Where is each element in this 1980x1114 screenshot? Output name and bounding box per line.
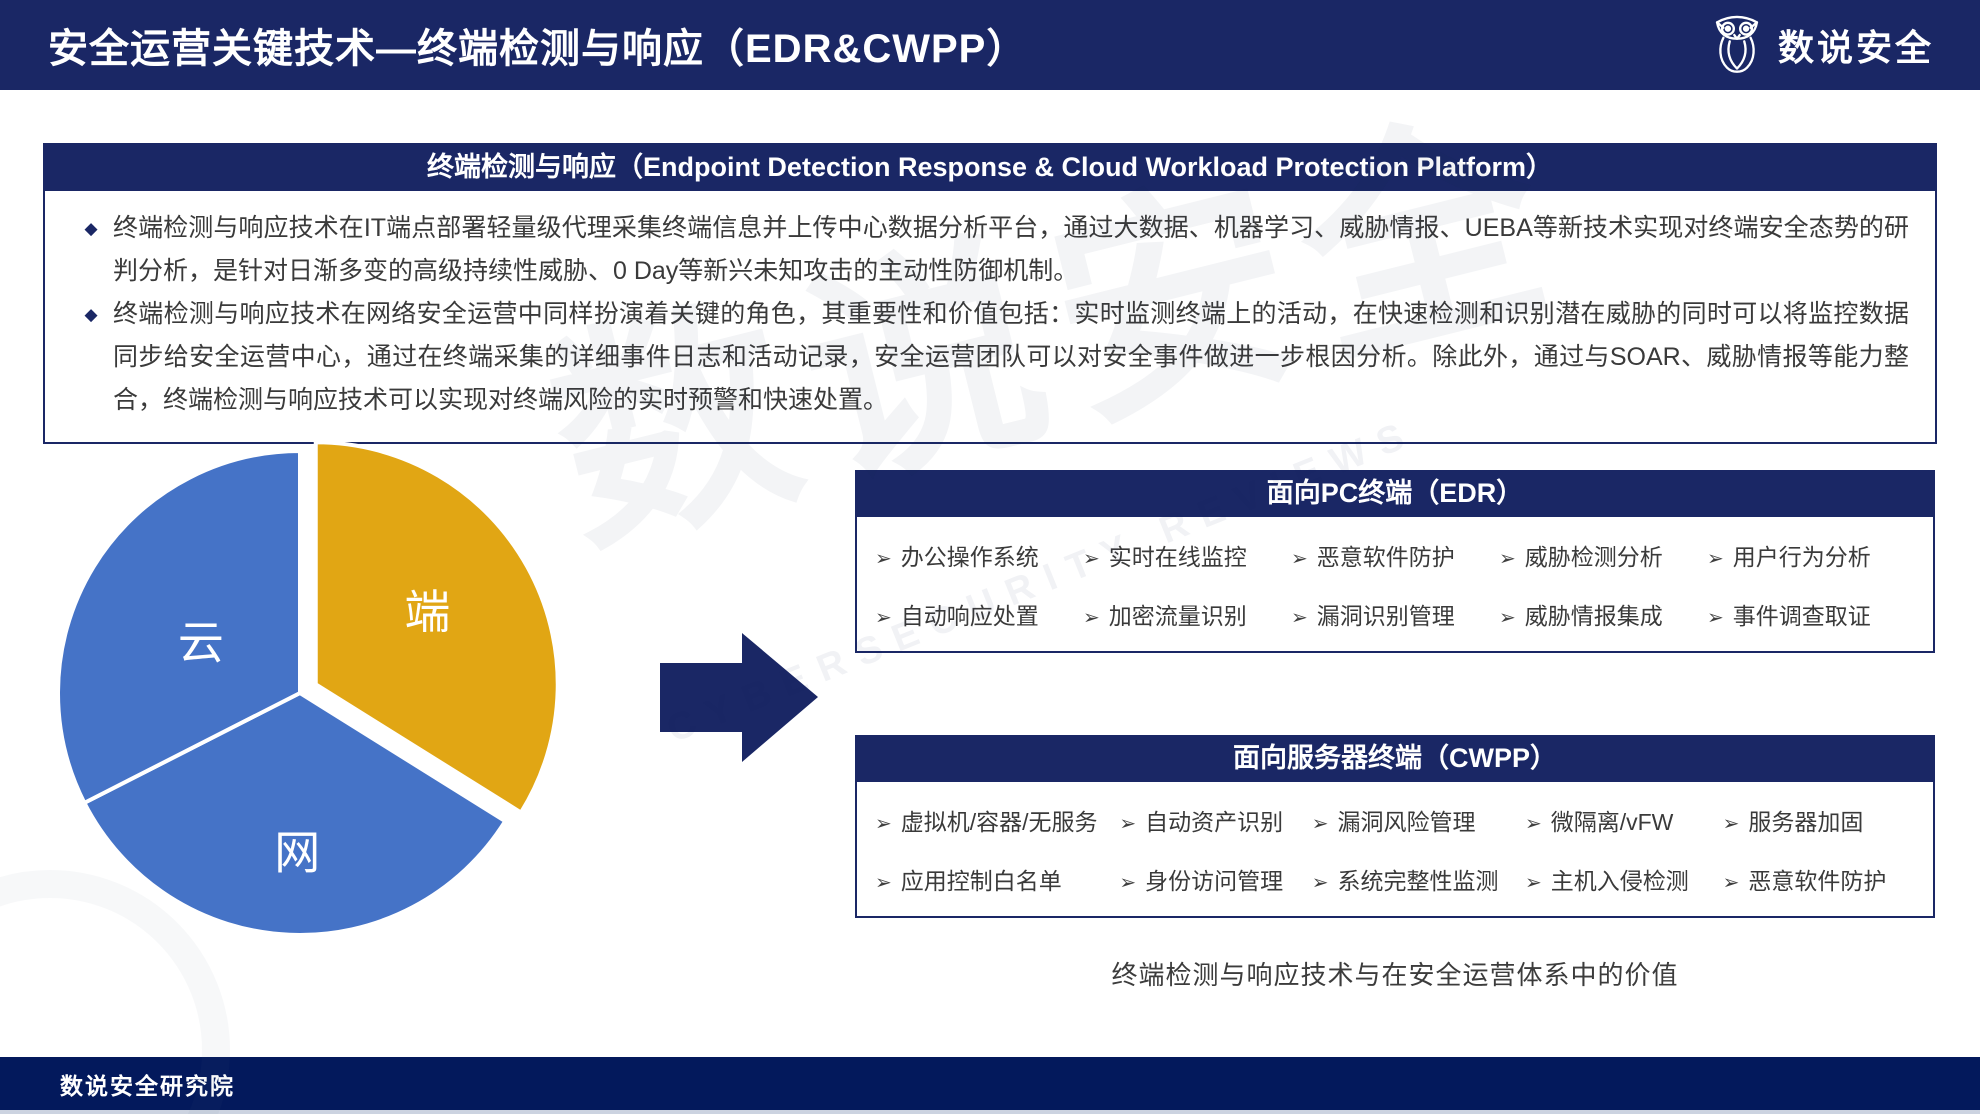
edr-panel-title: 面向PC终端（EDR） bbox=[855, 470, 1935, 517]
panel-item-label: 系统完整性监测 bbox=[1337, 867, 1499, 894]
page-title: 安全运营关键技术—终端检测与响应（EDR&CWPP） bbox=[48, 27, 1028, 71]
info-bullet-text: 终端检测与响应技术在IT端点部署轻量级代理采集终端信息并上传中心数据分析平台，通… bbox=[113, 214, 1909, 285]
panel-item-label: 漏洞识别管理 bbox=[1316, 602, 1455, 629]
arrow-bullet-icon: ➢ bbox=[1311, 812, 1329, 835]
panel-item-label: 微隔离/vFW bbox=[1550, 808, 1674, 835]
footer-bar: 数说安全研究院 bbox=[0, 1057, 1980, 1114]
panel-item-label: 恶意软件防护 bbox=[1748, 867, 1887, 894]
arrow-bullet-icon: ➢ bbox=[1119, 871, 1137, 894]
panel-item: ➢ 用户行为分析 bbox=[1707, 538, 1915, 572]
diamond-bullet-icon: ◆ bbox=[84, 305, 98, 324]
panel-item: ➢ 漏洞风险管理 bbox=[1312, 803, 1525, 837]
arrow-bullet-icon: ➢ bbox=[875, 606, 892, 629]
edr-panel: 面向PC终端（EDR） ➢ 办公操作系统 ➢ 实时在线监控 ➢ 恶意软件防护 bbox=[855, 470, 1935, 653]
arrow-bullet-icon: ➢ bbox=[1722, 871, 1740, 894]
info-bullet: ◆ 终端检测与响应技术在IT端点部署轻量级代理采集终端信息并上传中心数据分析平台… bbox=[69, 207, 1909, 293]
panel-item: ➢ 恶意软件防护 bbox=[1723, 862, 1915, 896]
panel-item: ➢ 事件调查取证 bbox=[1707, 597, 1915, 631]
panel-item: ➢ 自动响应处置 bbox=[875, 597, 1083, 631]
arrow-bullet-icon: ➢ bbox=[1707, 547, 1724, 570]
panel-item: ➢ 漏洞识别管理 bbox=[1291, 597, 1499, 631]
panel-item-label: 服务器加固 bbox=[1748, 808, 1864, 835]
diamond-bullet-icon: ◆ bbox=[84, 219, 98, 238]
info-bullet-text: 终端检测与响应技术在网络安全运营中同样扮演着关键的角色，其重要性和价值包括：实时… bbox=[113, 300, 1909, 414]
arrow-bullet-icon: ➢ bbox=[875, 871, 892, 894]
cwpp-item-list: ➢ 虚拟机/容器/无服务 ➢ 自动资产识别 ➢ 漏洞风险管理 ➢ 微隔离/vFW bbox=[855, 782, 1935, 918]
panel-item-label: 虚拟机/容器/无服务 bbox=[900, 808, 1098, 835]
diagram-caption: 终端检测与响应技术与在安全运营体系中的价值 bbox=[1111, 960, 1679, 990]
arrow-bullet-icon: ➢ bbox=[1119, 812, 1137, 835]
arrow-bullet-icon: ➢ bbox=[875, 547, 892, 570]
pie-slice-云 bbox=[56, 449, 302, 805]
cwpp-panel-title: 面向服务器终端（CWPP） bbox=[855, 735, 1935, 782]
footer-text: 数说安全研究院 bbox=[60, 1072, 235, 1099]
arrow-bullet-icon: ➢ bbox=[1524, 812, 1542, 835]
header-bar: 安全运营关键技术—终端检测与响应（EDR&CWPP） 数说安全 bbox=[0, 0, 1980, 90]
arrow-bullet-icon: ➢ bbox=[1499, 606, 1516, 629]
info-box-body: ◆ 终端检测与响应技术在IT端点部署轻量级代理采集终端信息并上传中心数据分析平台… bbox=[45, 191, 1935, 442]
panel-item-label: 加密流量识别 bbox=[1108, 602, 1247, 629]
panel-item-label: 主机入侵检测 bbox=[1550, 867, 1689, 894]
panel-item-label: 恶意软件防护 bbox=[1316, 543, 1455, 570]
panel-item: ➢ 实时在线监控 bbox=[1083, 538, 1291, 572]
pie-slice-端 bbox=[313, 440, 560, 815]
panel-item-label: 威胁情报集成 bbox=[1524, 602, 1663, 629]
owl-icon bbox=[1715, 15, 1759, 73]
panel-item: ➢ 服务器加固 bbox=[1723, 803, 1915, 837]
arrow-bullet-icon: ➢ bbox=[1499, 547, 1516, 570]
panel-item: ➢ 威胁检测分析 bbox=[1499, 538, 1707, 572]
brand-name: 数说安全 bbox=[1777, 27, 1934, 68]
pie-label-云: 云 bbox=[178, 616, 224, 668]
arrow-bullet-icon: ➢ bbox=[1083, 547, 1100, 570]
info-box: 终端检测与响应（Endpoint Detection Response & Cl… bbox=[43, 143, 1937, 444]
panel-item-label: 漏洞风险管理 bbox=[1337, 808, 1476, 835]
panel-item-label: 实时在线监控 bbox=[1108, 543, 1247, 570]
panel-item-label: 威胁检测分析 bbox=[1524, 543, 1663, 570]
pie-slice-网 bbox=[82, 691, 508, 937]
arrow-bullet-icon: ➢ bbox=[1707, 606, 1724, 629]
panel-item: ➢ 微隔离/vFW bbox=[1525, 803, 1723, 837]
panel-item: ➢ 主机入侵检测 bbox=[1525, 862, 1723, 896]
panel-item: ➢ 身份访问管理 bbox=[1119, 862, 1311, 896]
arrow-bullet-icon: ➢ bbox=[875, 812, 892, 835]
panel-item: ➢ 恶意软件防护 bbox=[1291, 538, 1499, 572]
arrow-bullet-icon: ➢ bbox=[1291, 606, 1308, 629]
pie-label-网: 网 bbox=[274, 827, 320, 879]
panel-item-label: 用户行为分析 bbox=[1732, 543, 1871, 570]
edr-item-list: ➢ 办公操作系统 ➢ 实时在线监控 ➢ 恶意软件防护 ➢ 威胁检测分析 bbox=[855, 517, 1935, 653]
pie-label-端: 端 bbox=[404, 586, 450, 638]
panel-item-label: 事件调查取证 bbox=[1732, 602, 1871, 629]
panel-item: ➢ 自动资产识别 bbox=[1119, 803, 1311, 837]
flow-arrow-icon bbox=[660, 633, 818, 762]
panel-item-label: 办公操作系统 bbox=[900, 543, 1039, 570]
arrow-bullet-icon: ➢ bbox=[1291, 547, 1308, 570]
panel-item-label: 身份访问管理 bbox=[1145, 867, 1284, 894]
arrow-bullet-icon: ➢ bbox=[1722, 812, 1740, 835]
panel-item: ➢ 加密流量识别 bbox=[1083, 597, 1291, 631]
cloud-network-endpoint-pie-chart: 网 云 端 bbox=[56, 440, 560, 937]
panel-item: ➢ 威胁情报集成 bbox=[1499, 597, 1707, 631]
arrow-bullet-icon: ➢ bbox=[1311, 871, 1329, 894]
panel-item: ➢ 应用控制白名单 bbox=[875, 862, 1119, 896]
info-box-title: 终端检测与响应（Endpoint Detection Response & Cl… bbox=[44, 144, 1936, 191]
arrow-bullet-icon: ➢ bbox=[1524, 871, 1542, 894]
panel-item-label: 应用控制白名单 bbox=[900, 867, 1062, 894]
panel-item-label: 自动资产识别 bbox=[1145, 808, 1284, 835]
cwpp-panel: 面向服务器终端（CWPP） ➢ 虚拟机/容器/无服务 ➢ 自动资产识别 ➢ 漏洞… bbox=[855, 735, 1935, 918]
info-bullet: ◆ 终端检测与响应技术在网络安全运营中同样扮演着关键的角色，其重要性和价值包括：… bbox=[69, 293, 1909, 422]
panel-item-label: 自动响应处置 bbox=[900, 602, 1039, 629]
panel-item: ➢ 虚拟机/容器/无服务 bbox=[875, 803, 1119, 837]
brand-logo: 数说安全 bbox=[1708, 0, 1934, 90]
arrow-bullet-icon: ➢ bbox=[1083, 606, 1100, 629]
panel-item: ➢ 系统完整性监测 bbox=[1312, 862, 1525, 896]
panel-item: ➢ 办公操作系统 bbox=[875, 538, 1083, 572]
